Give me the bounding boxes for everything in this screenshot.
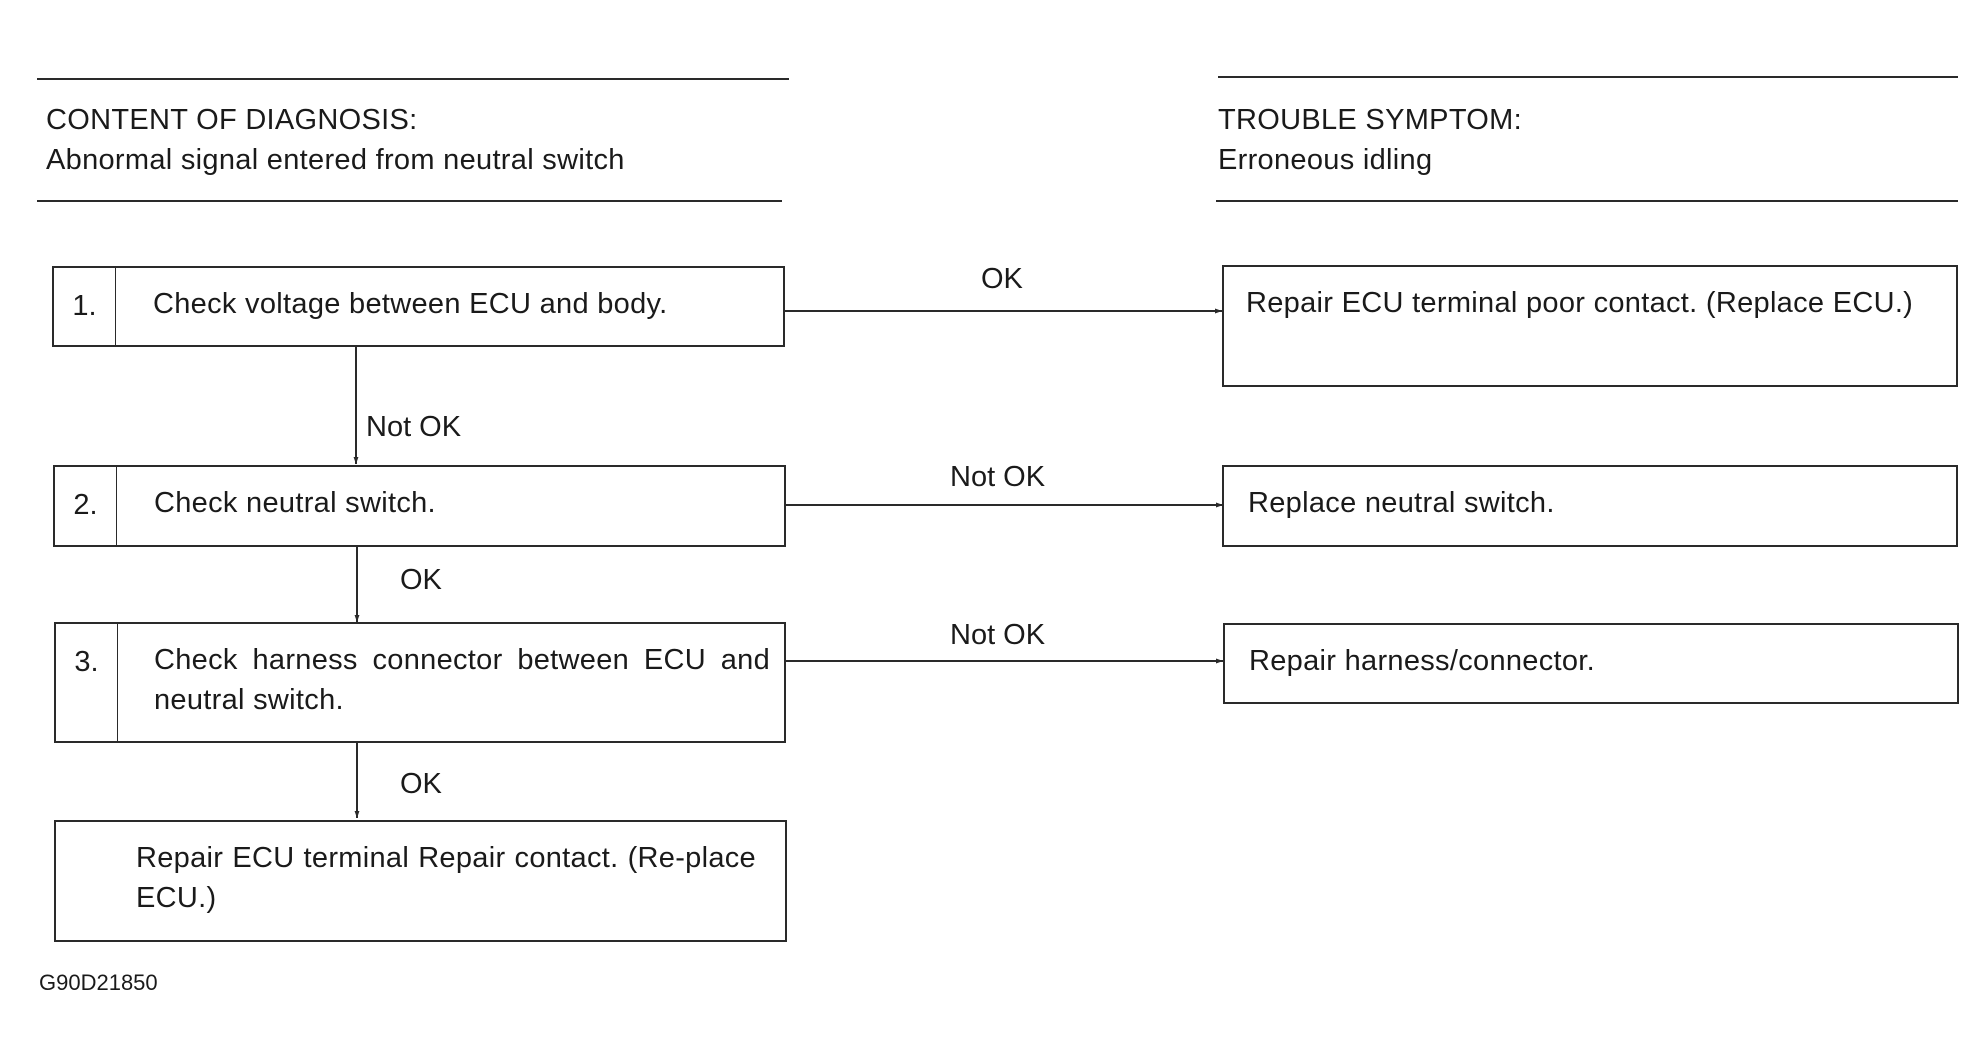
step-1-text: Check voltage between ECU and body. bbox=[153, 288, 668, 320]
result-1-text: Repair ECU terminal poor contact. (Repla… bbox=[1246, 287, 1914, 319]
edge-label-step1-right: OK bbox=[981, 263, 1023, 295]
step-1-number: 1. bbox=[54, 268, 116, 345]
result-2-box: Replace neutral switch. bbox=[1222, 465, 1958, 547]
edge-label-step2-right: Not OK bbox=[950, 461, 1046, 493]
step-1-box: 1. Check voltage between ECU and body. bbox=[52, 266, 785, 347]
edge-label-step3-right: Not OK bbox=[950, 619, 1046, 651]
step-3-text: Check harness connector between ECU and … bbox=[154, 644, 770, 716]
symptom-top-rule bbox=[1218, 76, 1958, 78]
result-2-text: Replace neutral switch. bbox=[1248, 487, 1555, 519]
diagnosis-top-rule bbox=[37, 78, 789, 80]
result-3-box: Repair harness/connector. bbox=[1223, 623, 1959, 704]
final-step-box: Repair ECU terminal Repair contact. (Re-… bbox=[54, 820, 787, 942]
step-3-box: 3. Check harness connector between ECU a… bbox=[54, 622, 786, 743]
final-step-text: Repair ECU terminal Repair contact. (Re-… bbox=[136, 842, 756, 914]
result-3-text: Repair harness/connector. bbox=[1249, 645, 1596, 677]
symptom-description: Erroneous idling bbox=[1218, 144, 1433, 176]
edge-label-step2-down: OK bbox=[400, 564, 442, 596]
edge-label-step3-down: OK bbox=[400, 768, 442, 800]
symptom-title: TROUBLE SYMPTOM: bbox=[1218, 104, 1522, 136]
step-3-number: 3. bbox=[56, 624, 118, 741]
edge-label-step1-down: Not OK bbox=[366, 411, 462, 443]
step-2-number: 2. bbox=[55, 467, 117, 545]
step-2-text: Check neutral switch. bbox=[154, 487, 436, 519]
diagnosis-bottom-rule bbox=[37, 200, 782, 202]
result-1-box: Repair ECU terminal poor contact. (Repla… bbox=[1222, 265, 1958, 387]
figure-code: G90D21850 bbox=[39, 970, 158, 995]
symptom-bottom-rule bbox=[1216, 200, 1958, 202]
step-2-box: 2. Check neutral switch. bbox=[53, 465, 786, 547]
diagnosis-title: CONTENT OF DIAGNOSIS: bbox=[46, 104, 418, 136]
diagnosis-description: Abnormal signal entered from neutral swi… bbox=[46, 144, 625, 176]
